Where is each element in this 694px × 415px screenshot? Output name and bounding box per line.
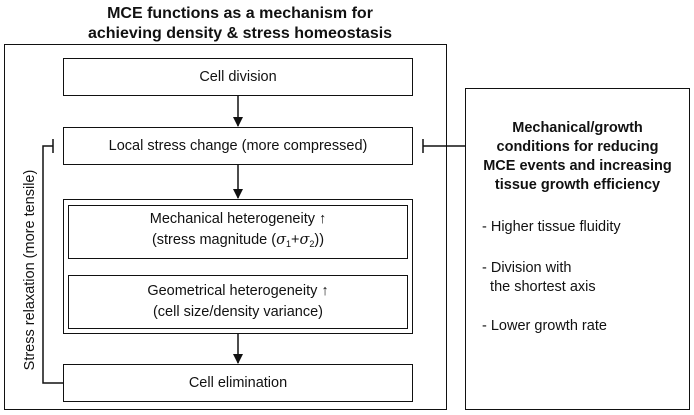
conditions-panel: Mechanical/growth conditions for reducin… [465,88,690,410]
title-line-1: MCE functions as a mechanism for [107,5,373,22]
mechanism-frame [4,44,447,410]
stress-relaxation-label: Stress relaxation (more tensile) [22,169,38,371]
cell-division-box: Cell division [63,58,413,96]
stress-magnitude-label: (stress magnitude (σ1+σ2)) [151,232,325,249]
cell-size-variance-label: (cell size/density variance) [152,304,324,320]
cell-elimination-label: Cell elimination [188,374,288,391]
increase-arrow-icon: ↑ [319,211,327,227]
condition-item-fluidity: - Higher tissue fluidity [482,219,621,235]
geometrical-heterogeneity-box: Geometrical heterogeneity ↑ (cell size/d… [68,275,408,329]
local-stress-box: Local stress change (more compressed) [63,127,413,165]
condition-item-division-axis: - Division with the shortest axis [482,260,596,295]
mechanical-heterogeneity-title: Mechanical heterogeneity ↑ [149,211,327,227]
cell-division-label: Cell division [199,68,277,85]
feedback-inhibition-line [42,145,63,384]
increase-arrow-icon: ↑ [321,283,329,299]
local-stress-label: Local stress change (more compressed) [108,137,368,154]
diagram-title: MCE functions as a mechanism for achievi… [40,4,440,44]
geometrical-heterogeneity-title: Geometrical heterogeneity ↑ [147,283,329,299]
mechanical-heterogeneity-box: Mechanical heterogeneity ↑ (stress magni… [68,205,408,259]
title-line-2: achieving density & stress homeostasis [87,25,393,42]
condition-item-growth-rate: - Lower growth rate [482,318,607,334]
conditions-title: Mechanical/growth conditions for reducin… [483,120,672,193]
cell-elimination-box: Cell elimination [63,364,413,402]
